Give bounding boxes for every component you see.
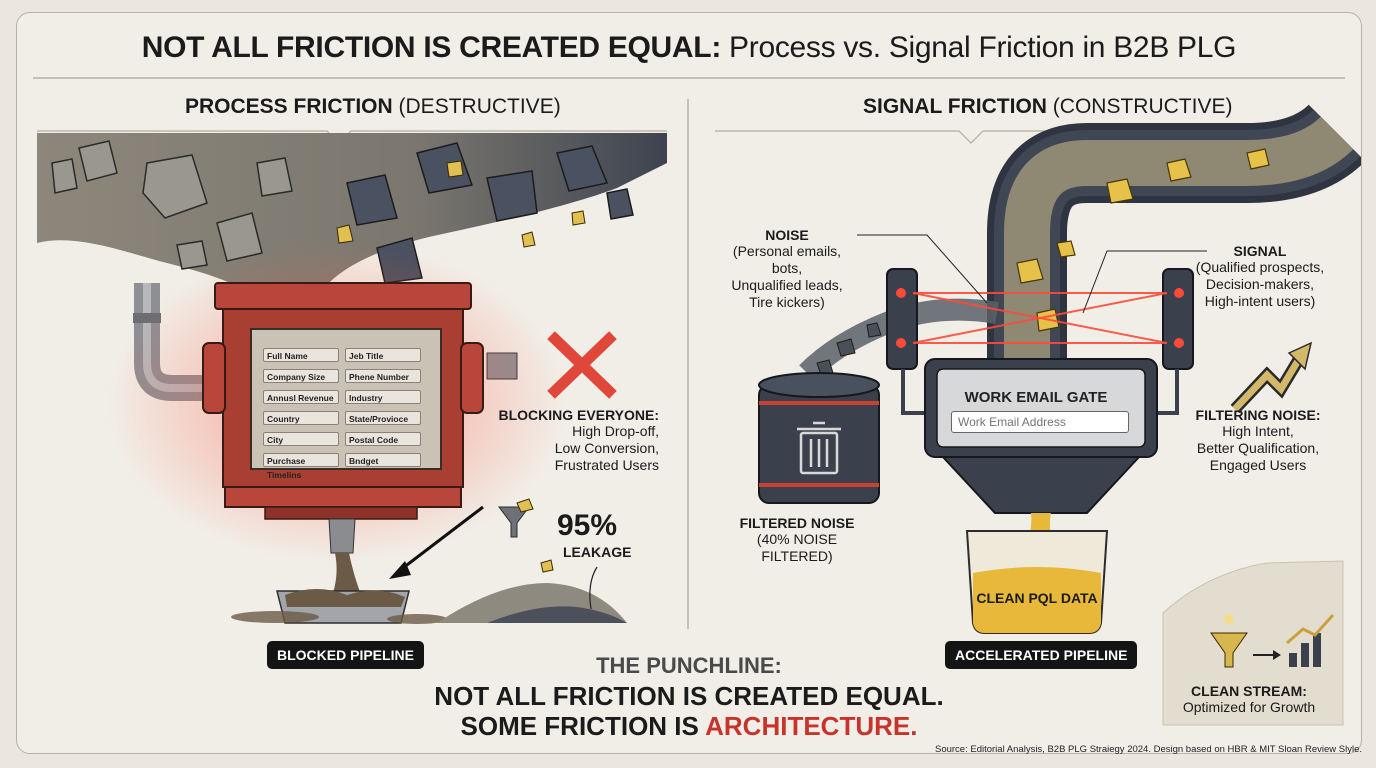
form-field[interactable]: City [263, 432, 339, 446]
filtered-noise-callout: FILTERED NOISE (40% NOISE FILTERED) [739, 515, 855, 564]
form-field[interactable]: Company Size [263, 369, 339, 383]
form-field[interactable]: Annusl Revenue [263, 390, 339, 404]
punchline-label: THE PUNCHLINE: [596, 653, 782, 678]
form-field[interactable]: Phene Number [345, 369, 421, 383]
form-field[interactable]: Bndget [345, 453, 421, 467]
form-field[interactable]: Full Name [263, 348, 339, 362]
beaker-label: CLEAN PQL DATA [976, 590, 1098, 606]
punchline-line-1: NOT ALL FRICTION IS CREATED EQUAL. [434, 681, 944, 711]
leakage-label: LEAKAGE [563, 544, 632, 560]
gate-title: WORK EMAIL GATE [964, 389, 1108, 406]
punchline-line-2: SOME FRICTION IS ARCHITECTURE. [460, 711, 918, 741]
process-friction-heading: PROCESS FRICTION (DESTRUCTIVE) [185, 95, 561, 118]
form-field[interactable]: Industry [345, 390, 421, 404]
accelerated-pipeline-tag: ACCELERATED PIPELINE [945, 641, 1138, 669]
clean-stream-callout: CLEAN STREAM: Optimized for Growth [1182, 683, 1316, 715]
blocked-pipeline-tag: BLOCKED PIPELINE [267, 641, 424, 669]
form-field[interactable]: Country [263, 411, 339, 425]
work-email-input[interactable] [951, 411, 1129, 433]
infographic-frame: NOT ALL FRICTION IS CREATED EQUAL: Proce… [16, 12, 1362, 754]
leakage-value: 95% [557, 509, 618, 542]
title-divider [33, 77, 1345, 79]
filtering-noise-callout: FILTERING NOISE: High Intent, Better Qua… [1195, 407, 1321, 473]
signal-friction-illustration [715, 103, 1361, 726]
source-note: Source: Editorial Analysis, B2B PLG Stra… [934, 744, 1362, 755]
page-title: NOT ALL FRICTION IS CREATED EQUAL: Proce… [141, 31, 1237, 64]
signal-friction-heading: SIGNAL FRICTION (CONSTRUCTIVE) [863, 95, 1233, 118]
form-field[interactable]: Jeb Title [345, 348, 421, 362]
blocking-callout: BLOCKING EVERYONE: High Drop-off, Low Co… [498, 407, 660, 473]
form-field[interactable]: Purchase Timelins [263, 453, 339, 480]
signal-callout: SIGNAL (Qualified prospects, Decision-ma… [1195, 243, 1325, 309]
noise-callout: NOISE (Personal emails, bots, Unqualifie… [731, 227, 843, 310]
center-divider [687, 99, 689, 629]
form-field[interactable]: State/Provioce [345, 411, 421, 425]
form-field[interactable]: Postal Code [345, 432, 421, 446]
